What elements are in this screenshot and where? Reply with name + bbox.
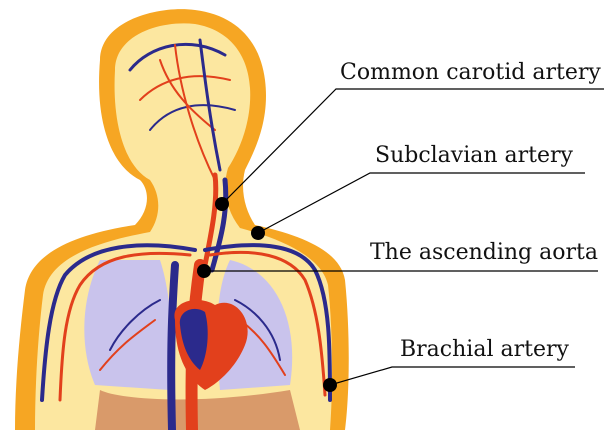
label-common-carotid-artery: Common carotid artery [340, 60, 601, 85]
dot-common-carotid [215, 197, 229, 211]
label-ascending-aorta: The ascending aorta [370, 240, 598, 265]
dot-ascending-aorta [197, 264, 211, 278]
dot-subclavian [251, 226, 265, 240]
label-subclavian-artery: Subclavian artery [375, 143, 573, 168]
label-brachial-artery: Brachial artery [400, 337, 569, 362]
leader-brachial [330, 367, 575, 385]
dot-brachial [323, 378, 337, 392]
leader-subclavian [258, 173, 585, 233]
body-silhouette [15, 9, 349, 430]
